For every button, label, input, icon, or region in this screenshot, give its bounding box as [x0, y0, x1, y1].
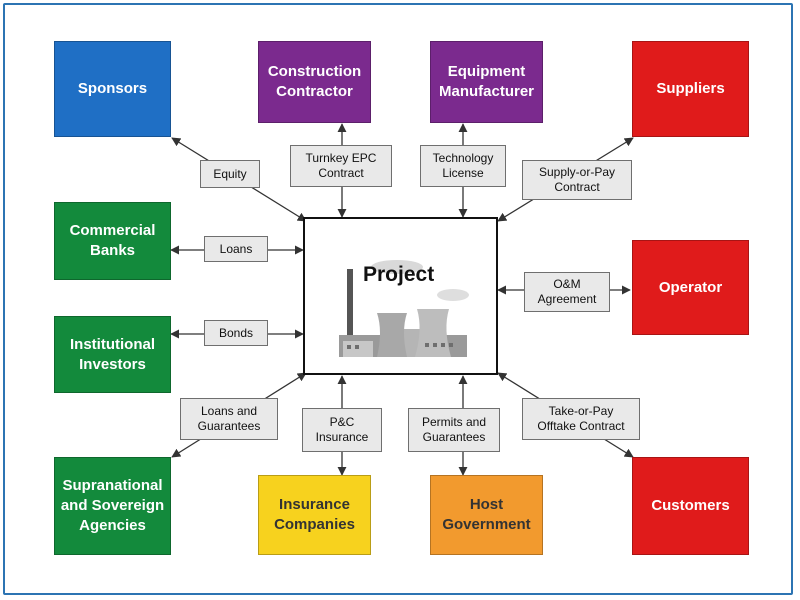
project-box: Project — [303, 217, 498, 375]
supply-or-pay-label: Supply-or-Pay Contract — [522, 160, 632, 200]
insurance-companies-box: Insurance Companies — [258, 475, 371, 555]
loans-guarantees-label: Loans and Guarantees — [180, 398, 278, 440]
diagram-frame — [3, 3, 793, 595]
permits-guarantees-label: Permits and Guarantees — [408, 408, 500, 452]
bonds-label: Bonds — [204, 320, 268, 346]
suppliers-box: Suppliers — [632, 41, 749, 137]
customers-box: Customers — [632, 457, 749, 555]
om-agreement-label: O&M Agreement — [524, 272, 610, 312]
sponsors-box: Sponsors — [54, 41, 171, 137]
take-or-pay-label: Take-or-Pay Offtake Contract — [522, 398, 640, 440]
turnkey-epc-label: Turnkey EPC Contract — [290, 145, 392, 187]
supranational-agencies-box: Supranational and Sovereign Agencies — [54, 457, 171, 555]
power-plant-icon — [339, 260, 469, 357]
institutional-investors-box: Institutional Investors — [54, 316, 171, 393]
host-government-box: Host Government — [430, 475, 543, 555]
commercial-banks-box: Commercial Banks — [54, 202, 171, 280]
technology-license-label: Technology License — [420, 145, 506, 187]
loans-label: Loans — [204, 236, 268, 262]
equity-label: Equity — [200, 160, 260, 188]
operator-box: Operator — [632, 240, 749, 335]
pc-insurance-label: P&C Insurance — [302, 408, 382, 452]
equipment-manufacturer-box: Equipment Manufacturer — [430, 41, 543, 123]
project-title: Project — [363, 263, 435, 286]
construction-contractor-box: Construction Contractor — [258, 41, 371, 123]
